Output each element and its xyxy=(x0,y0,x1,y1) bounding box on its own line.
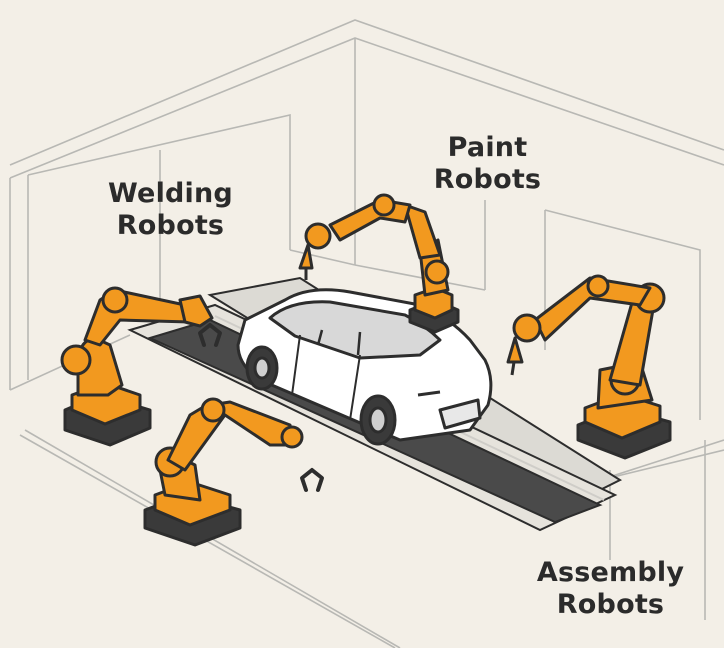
assembly-label-line2: Robots xyxy=(528,589,693,621)
assembly-robots-label: Assembly Robots xyxy=(528,557,693,621)
welding-label-line2: Robots xyxy=(98,210,243,242)
paint-robots-label: Paint Robots xyxy=(425,132,550,196)
assembly-label-line1: Assembly xyxy=(528,557,693,589)
paint-label-line1: Paint xyxy=(425,132,550,164)
robot-arm-welding-2 xyxy=(145,399,322,545)
welding-robots-label: Welding Robots xyxy=(98,178,243,242)
welding-label-line1: Welding xyxy=(98,178,243,210)
paint-label-line2: Robots xyxy=(425,164,550,196)
